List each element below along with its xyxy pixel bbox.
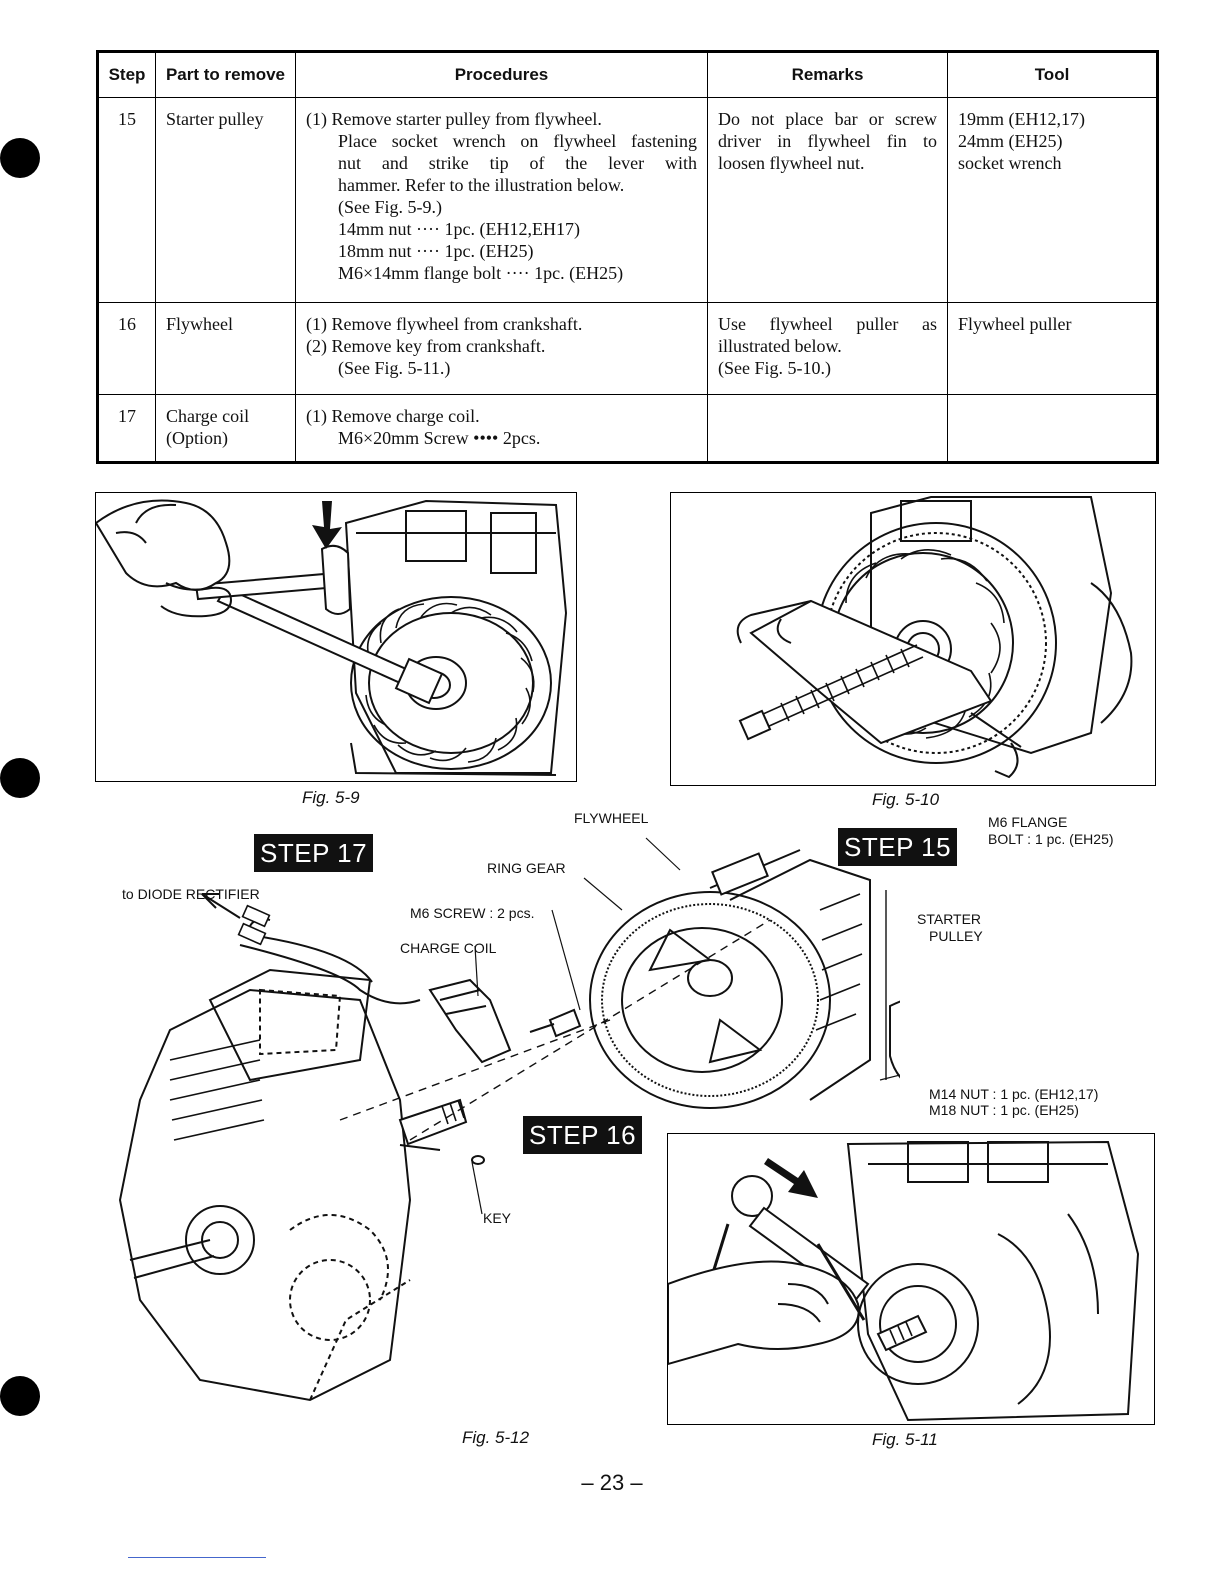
label-starter-line2: PULLEY [929,928,983,944]
part-cell: Starter pulley [155,97,296,303]
procedure-line: hammer. Refer to the illustration below. [338,175,625,195]
table-row-step-16: 16 Flywheel (1) Remove flywheel from cra… [97,302,1158,395]
step-16-badge: STEP 16 [523,1116,643,1154]
figure-5-12-exploded-view [110,800,900,1410]
flywheel-nut-illustration [96,499,568,776]
remarks-cell [707,394,948,463]
label-charge-coil: CHARGE COIL [400,940,497,956]
procedure-line: (See Fig. 5-11.) [338,358,451,378]
part-text: Charge coil [166,406,250,426]
page-number: – 23 – [581,1470,643,1495]
part-text: Flywheel [166,314,233,334]
remark-line: loosen flywheel nut. [718,153,865,173]
exploded-view-illustration [118,837,900,1402]
tool-line: 24mm (EH25) [958,131,1063,151]
procedure-line: (See Fig. 5-9.) [338,197,442,217]
remarks-cell: Do not place bar or screw driver in flyw… [707,97,948,303]
tool-cell [947,394,1158,463]
step-17-badge: STEP 17 [254,834,374,872]
part-text: (Option) [166,428,228,448]
remark-line: Do not place bar or screw [718,109,937,129]
procedure-cell: (1) Remove charge coil. M6×20mm Screw ••… [295,394,708,463]
remark-line: driver in flywheel fin to [718,131,937,151]
table-row-step-17: 17 Charge coil (Option) (1) Remove charg… [97,394,1158,463]
tool-line: Flywheel puller [958,314,1072,334]
step-number: 17 [97,394,156,463]
remark-line: Use flywheel puller as [718,314,937,334]
label-ring-gear: RING GEAR [487,860,566,876]
figure-5-11-illustration [667,1133,1155,1425]
part-cell: Charge coil (Option) [155,394,296,463]
procedure-line: nut and strike tip of the lever with [338,153,697,173]
procedure-line: 18mm nut ···· 1pc. (EH25) [338,241,534,261]
table-header-row: Step Part to remove Procedures Remarks T… [97,51,1158,98]
figure-5-10-caption: Fig. 5-10 [872,790,940,809]
tool-line: 19mm (EH12,17) [958,109,1085,129]
label-starter-line1: STARTER [917,911,982,927]
label-key: KEY [483,1210,512,1226]
figure-5-9-caption: Fig. 5-9 [302,788,360,807]
tool-line: socket wrench [958,153,1062,173]
step-number: 15 [97,97,156,303]
label-diode-rectifier: to DIODE RECTIFIER [122,886,260,902]
procedure-table: Step Part to remove Procedures Remarks T… [96,50,1159,464]
label-m6-flange-line2: BOLT : 1 pc. (EH25) [988,831,1114,847]
figure-5-12-caption: Fig. 5-12 [462,1428,530,1447]
header-tool: Tool [947,51,1158,98]
procedure-line: M6×14mm flange bolt ···· 1pc. (EH25) [338,263,624,283]
label-flywheel: FLYWHEEL [574,810,649,826]
header-part: Part to remove [155,51,296,98]
punch-hole-middle [0,758,40,798]
header-step: Step [97,51,156,98]
footer-rule [128,1557,266,1558]
label-m14-nut: M14 NUT : 1 pc. (EH12,17) [929,1086,1099,1102]
punch-hole-top [0,138,40,178]
label-m6-screw: M6 SCREW : 2 pcs. [410,905,535,921]
procedure-line: 14mm nut ···· 1pc. (EH12,EH17) [338,219,580,239]
remark-line: illustrated below. [718,336,842,356]
step-15-badge: STEP 15 [838,828,958,866]
procedure-line: (1) Remove starter pulley from flywheel. [306,109,602,129]
header-remarks: Remarks [707,51,948,98]
step-number: 16 [97,302,156,395]
punch-hole-bottom [0,1376,40,1416]
tool-cell: Flywheel puller [947,302,1158,395]
part-cell: Flywheel [155,302,296,395]
key-removal-illustration [668,1140,1140,1422]
label-m6-flange-line1: M6 FLANGE [988,814,1068,830]
tool-cell: 19mm (EH12,17) 24mm (EH25) socket wrench [947,97,1158,303]
part-text: Starter pulley [166,109,264,129]
procedure-line: (1) Remove charge coil. [306,406,480,426]
header-procedures: Procedures [295,51,708,98]
procedure-line: Place socket wrench on flywheel fastenin… [338,131,697,151]
procedure-cell: (1) Remove flywheel from crankshaft. (2)… [295,302,708,395]
label-m18-nut: M18 NUT : 1 pc. (EH25) [929,1102,1079,1118]
figure-5-11-caption: Fig. 5-11 [872,1430,938,1449]
figure-5-10-illustration [670,492,1156,786]
procedure-line: (2) Remove key from crankshaft. [306,336,546,356]
remarks-cell: Use flywheel puller as illustrated below… [707,302,948,395]
table-row-step-15: 15 Starter pulley (1) Remove starter pul… [97,97,1158,303]
procedure-line: (1) Remove flywheel from crankshaft. [306,314,583,334]
procedure-line: M6×20mm Screw •••• 2pcs. [338,428,541,448]
figure-5-9-illustration [95,492,577,782]
procedure-cell: (1) Remove starter pulley from flywheel.… [295,97,708,303]
remark-line: (See Fig. 5-10.) [718,358,831,378]
flywheel-puller-illustration [736,496,1133,779]
